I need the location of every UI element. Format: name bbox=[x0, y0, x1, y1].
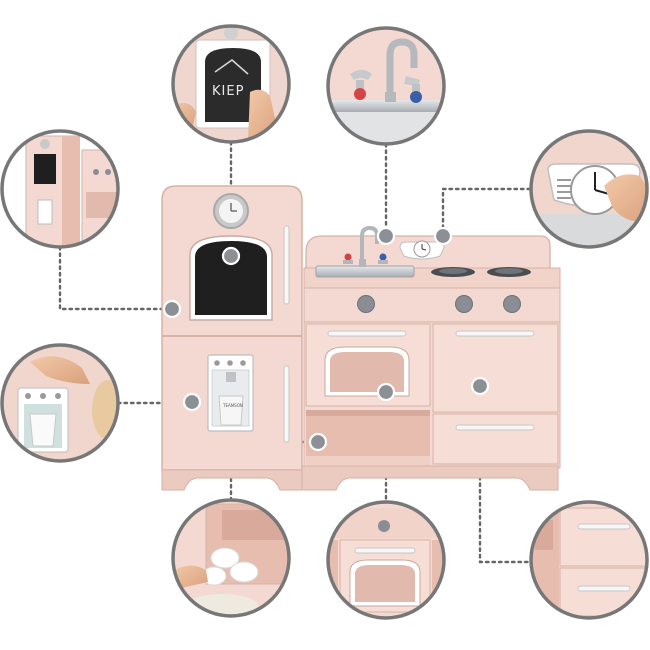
water-dispenser: TEAMSON bbox=[207, 354, 254, 432]
cabinet-doors bbox=[432, 323, 559, 465]
fridge-handle-top bbox=[283, 225, 290, 305]
callout-clock-closeup bbox=[529, 129, 649, 249]
callout-oven-door-closeup bbox=[326, 500, 446, 620]
cup-label: TEAMSON bbox=[222, 403, 243, 408]
callout-cabinet-drawers-closeup bbox=[529, 500, 649, 620]
open-shelf bbox=[306, 410, 430, 466]
callout-sink-faucet-closeup bbox=[326, 26, 446, 146]
kitchen-set: TEAMSON bbox=[161, 185, 561, 491]
fridge-handle-bottom bbox=[283, 365, 290, 443]
faucet bbox=[360, 225, 379, 262]
callout-chalkboard-closeup: KIEP bbox=[171, 24, 291, 144]
chalkboard-text: KIEP bbox=[212, 84, 244, 99]
oven-door bbox=[305, 323, 431, 407]
callout-refrigerator-closeup bbox=[0, 129, 120, 249]
knob bbox=[357, 295, 375, 313]
sink-basin bbox=[315, 265, 415, 278]
stove-unit bbox=[301, 225, 561, 491]
connector-dots bbox=[162, 226, 490, 452]
knob bbox=[503, 295, 521, 313]
callout-water-dispenser-closeup bbox=[0, 343, 120, 463]
callout-storage-shelf-closeup bbox=[171, 498, 291, 618]
burners bbox=[431, 267, 531, 277]
refrigerator: TEAMSON bbox=[161, 185, 303, 491]
stove-clock bbox=[399, 240, 445, 260]
knob bbox=[455, 295, 473, 313]
